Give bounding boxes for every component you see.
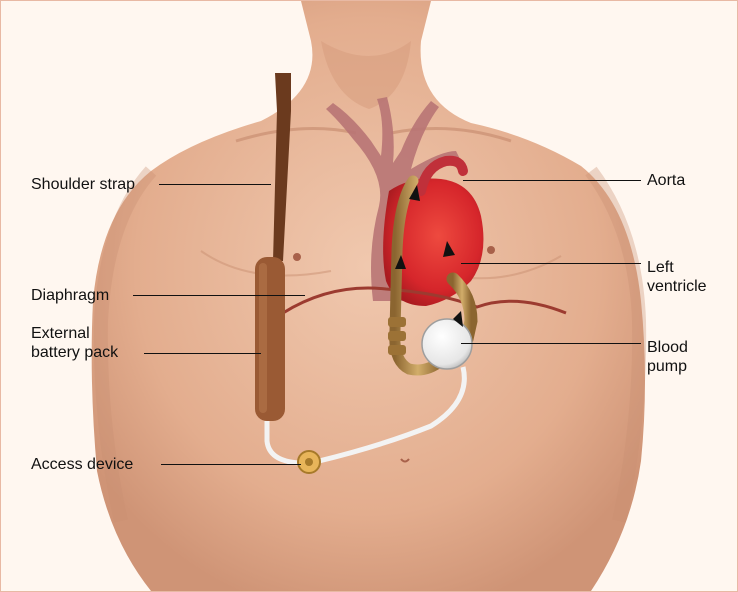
tube-cuff-2: [388, 331, 406, 341]
tube-cuff-3: [388, 345, 406, 355]
nipple-right: [487, 246, 495, 254]
leader-diaphragm: [133, 295, 305, 296]
label-blood-pump: Blood pump: [647, 338, 688, 376]
label-external-battery-pack: External battery pack: [31, 324, 118, 362]
leader-shoulder-strap: [159, 184, 271, 185]
label-diaphragm: Diaphragm: [31, 286, 109, 305]
blood-pump: [422, 319, 472, 369]
label-aorta: Aorta: [647, 171, 685, 190]
label-access-device: Access device: [31, 455, 133, 474]
tube-cuff-1: [388, 317, 406, 327]
nipple-left: [293, 253, 301, 261]
leader-access-device: [161, 464, 301, 465]
leader-aorta: [463, 180, 641, 181]
label-shoulder-strap: Shoulder strap: [31, 175, 135, 194]
leader-battery-pack: [144, 353, 261, 354]
label-left-ventricle: Left ventricle: [647, 258, 707, 296]
leader-blood-pump: [461, 343, 641, 344]
leader-left-ventricle: [461, 263, 641, 264]
